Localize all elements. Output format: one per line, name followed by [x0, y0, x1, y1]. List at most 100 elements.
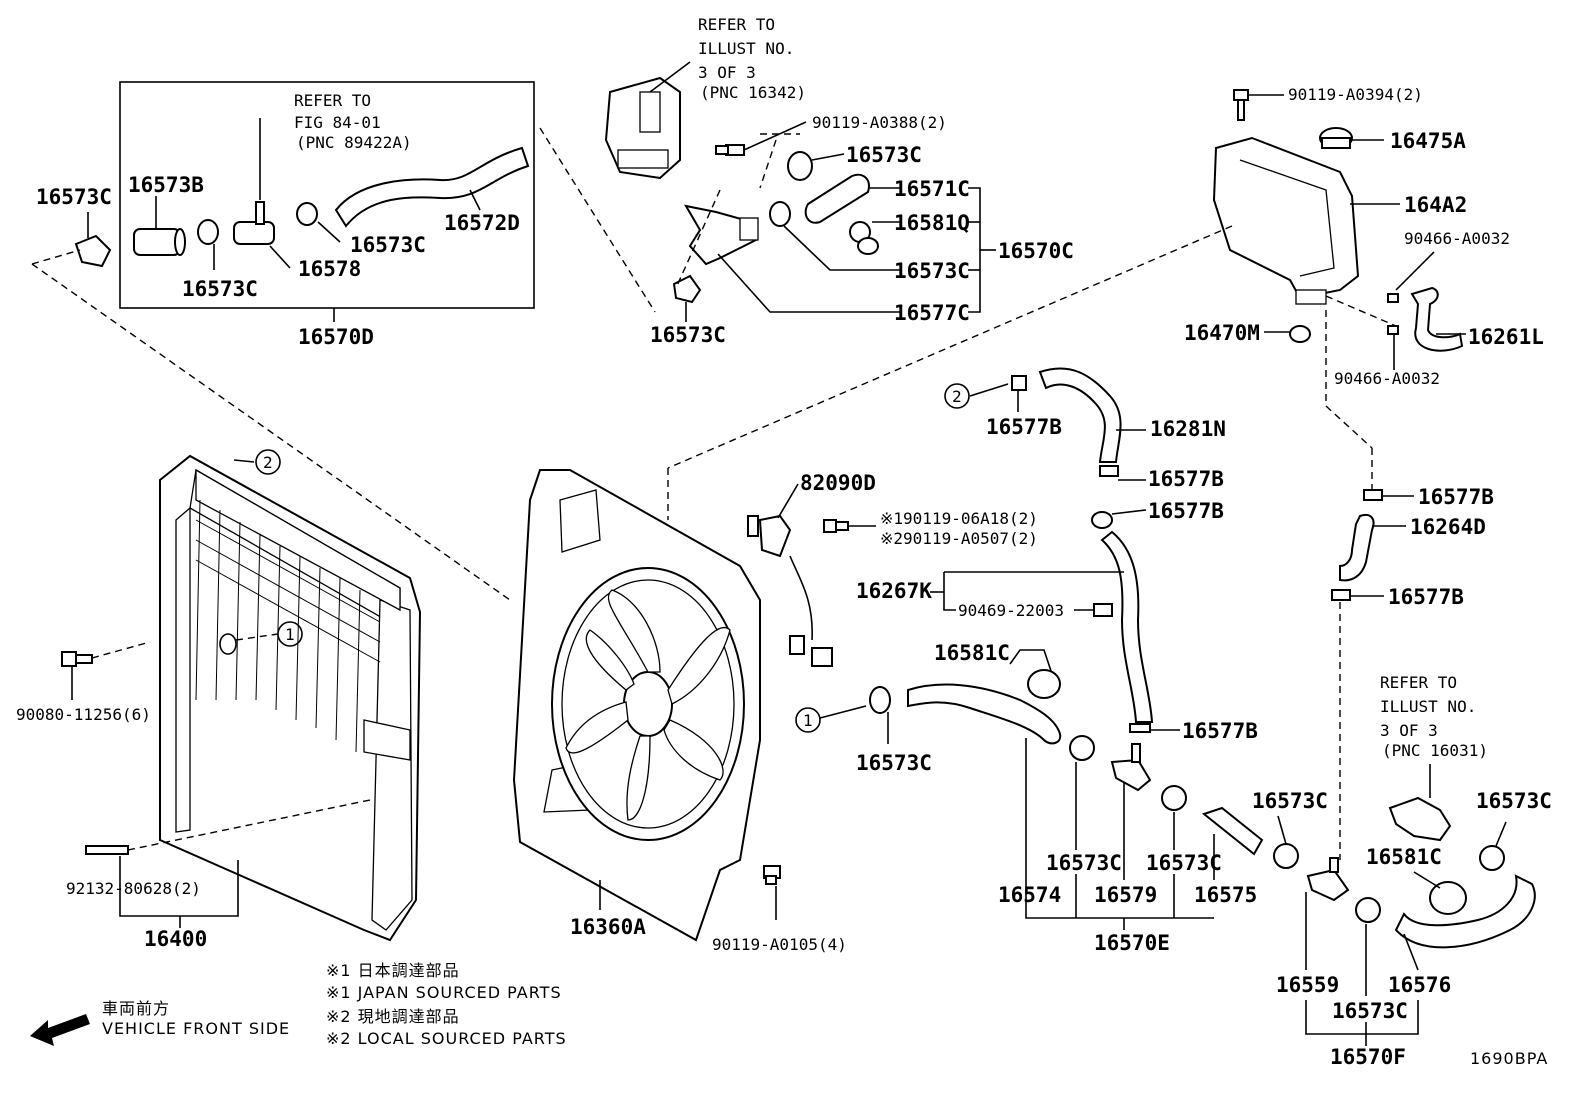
radiator-core-grid: [195, 499, 381, 753]
legend-local-en: ※2 LOCAL SOURCED PARTS: [326, 1029, 567, 1048]
label-16400: 16400: [144, 927, 207, 951]
label-16470M: 16470M: [1184, 321, 1260, 345]
clamp-16577B-top: [1011, 375, 1027, 391]
water-outlet-16577C: [684, 204, 759, 266]
label-16570F: 16570F: [1330, 1045, 1406, 1069]
tee-16559: [1306, 857, 1350, 902]
label-16573C: 16573C: [650, 323, 726, 347]
label-16573C: 16573C: [894, 259, 970, 283]
radiator-port: [219, 633, 237, 655]
label-16573C: 16573C: [1332, 999, 1408, 1023]
wire-harness-82090D: [747, 514, 833, 667]
clamp-16577B: [1129, 723, 1151, 733]
label-16571C: 16571C: [894, 177, 970, 201]
marker-2-top: 2: [255, 449, 281, 475]
clamp-16577B: [1363, 489, 1383, 501]
clamp-icon: [1479, 845, 1505, 871]
label-16577B: 16577B: [1418, 485, 1494, 509]
marker-2-text: 2: [263, 453, 273, 472]
bolt-90119-A0105: [763, 865, 781, 885]
refer-line: REFER TO: [294, 91, 371, 110]
label-16570D: 16570D: [298, 325, 374, 349]
refer-note-illust-bottom: REFER TO ILLUST NO. 3 OF 3 (PNC 16031): [1380, 673, 1488, 760]
bolt-90119-06A18: [823, 519, 849, 533]
label-16573C: 16573C: [1252, 789, 1328, 813]
label-16573C: 16573C: [36, 185, 112, 209]
clamp-16573C-left: [74, 234, 112, 268]
bolt-90080-11256: [61, 651, 93, 667]
label-16267K: 16267K: [856, 579, 932, 603]
marker-1-hose: 1: [795, 707, 821, 733]
label-16579: 16579: [1094, 883, 1157, 907]
reservoir-tank-164A2: [1212, 136, 1360, 305]
tee-fitting-16578: [233, 201, 275, 245]
bolt-90119-A0388: [715, 144, 745, 156]
label-16577B: 16577B: [986, 415, 1062, 439]
label-16281N: 16281N: [1150, 417, 1226, 441]
label-16574: 16574: [998, 883, 1061, 907]
refer-note-illust-top: REFER TO ILLUST NO. 3 OF 3 (PNC 16342): [698, 15, 806, 102]
label-16577B: 16577B: [1182, 719, 1258, 743]
hose-16571C: [804, 173, 870, 224]
radiator-16400: [159, 454, 422, 942]
grommet-16470M: [1289, 325, 1311, 343]
hose-16573B: [133, 228, 186, 256]
clamp-icon: [1273, 843, 1299, 869]
clamp-icon: [1355, 897, 1381, 923]
label-90119-06A18: ※190119-06A18(2): [880, 509, 1038, 528]
thermostat-housing: [604, 76, 681, 180]
marker-1-radiator: 1: [277, 621, 303, 647]
label-164A2: 164A2: [1404, 193, 1467, 217]
label-16576: 16576: [1388, 973, 1451, 997]
refer-line: ILLUST NO.: [1380, 697, 1476, 716]
legend-japan-jp: ※1 日本調達部品: [326, 961, 460, 980]
label-90119-A0394: 90119-A0394(2): [1288, 85, 1423, 104]
clamp-icon: [1091, 511, 1113, 529]
label-16573C: 16573C: [1046, 851, 1122, 875]
label-92132-80628: 92132-80628(2): [66, 879, 201, 898]
label-16581C: 16581C: [1366, 845, 1442, 869]
vehicle-front-jp: 車両前方: [102, 999, 170, 1018]
label-16559: 16559: [1276, 973, 1339, 997]
refer-line: ILLUST NO.: [698, 39, 794, 58]
label-16570E: 16570E: [1094, 931, 1170, 955]
vehicle-front-note: 車両前方 VEHICLE FRONT SIDE: [102, 999, 289, 1038]
refer-line: (PNC 16342): [700, 83, 806, 102]
clamp-16581C: [1027, 669, 1061, 699]
label-90466-A0032: 90466-A0032: [1334, 369, 1440, 388]
label-82090D: 82090D: [800, 471, 876, 495]
label-16577B: 16577B: [1148, 499, 1224, 523]
clamp-icon: [869, 686, 891, 714]
clamp-16577B: [1099, 465, 1119, 477]
refer-line: FIG 84-01: [294, 113, 381, 132]
marker-1-text: 1: [285, 625, 295, 644]
label-16577B: 16577B: [1388, 585, 1464, 609]
label-16572D: 16572D: [444, 211, 520, 235]
label-16570C: 16570C: [998, 239, 1074, 263]
label-16573C: 16573C: [182, 277, 258, 301]
label-16578: 16578: [298, 257, 361, 281]
refer-line: REFER TO: [1380, 673, 1457, 692]
clamp-16581Q: [849, 221, 879, 255]
hose-16574: [907, 683, 1062, 745]
label-16573C: 16573C: [846, 143, 922, 167]
refer-line: 3 OF 3: [698, 63, 756, 82]
clamp-icon: [197, 219, 219, 245]
label-16573C: 16573C: [1146, 851, 1222, 875]
refer-line: 3 OF 3: [1380, 721, 1438, 740]
refer-line: REFER TO: [698, 15, 775, 34]
label-16573C: 16573C: [350, 233, 426, 257]
label-90080-11256: 90080-11256(6): [16, 705, 151, 724]
marker-2-hose: 2: [944, 383, 970, 409]
clamp-90466-A0032: [1387, 293, 1399, 335]
reservoir-cap-16475A: [1319, 127, 1353, 149]
clamp-16581C-right: [1429, 881, 1467, 915]
diagram-code: 1690BPA: [1470, 1049, 1548, 1068]
label-90466-A0032: 90466-A0032: [1404, 229, 1510, 248]
fan-16360A: [551, 567, 745, 841]
hose-16261L: [1410, 286, 1464, 352]
clamp-16577B: [1331, 589, 1351, 601]
clamp-icon: [1161, 785, 1187, 811]
label-90469-22003: 90469-22003: [958, 601, 1064, 620]
